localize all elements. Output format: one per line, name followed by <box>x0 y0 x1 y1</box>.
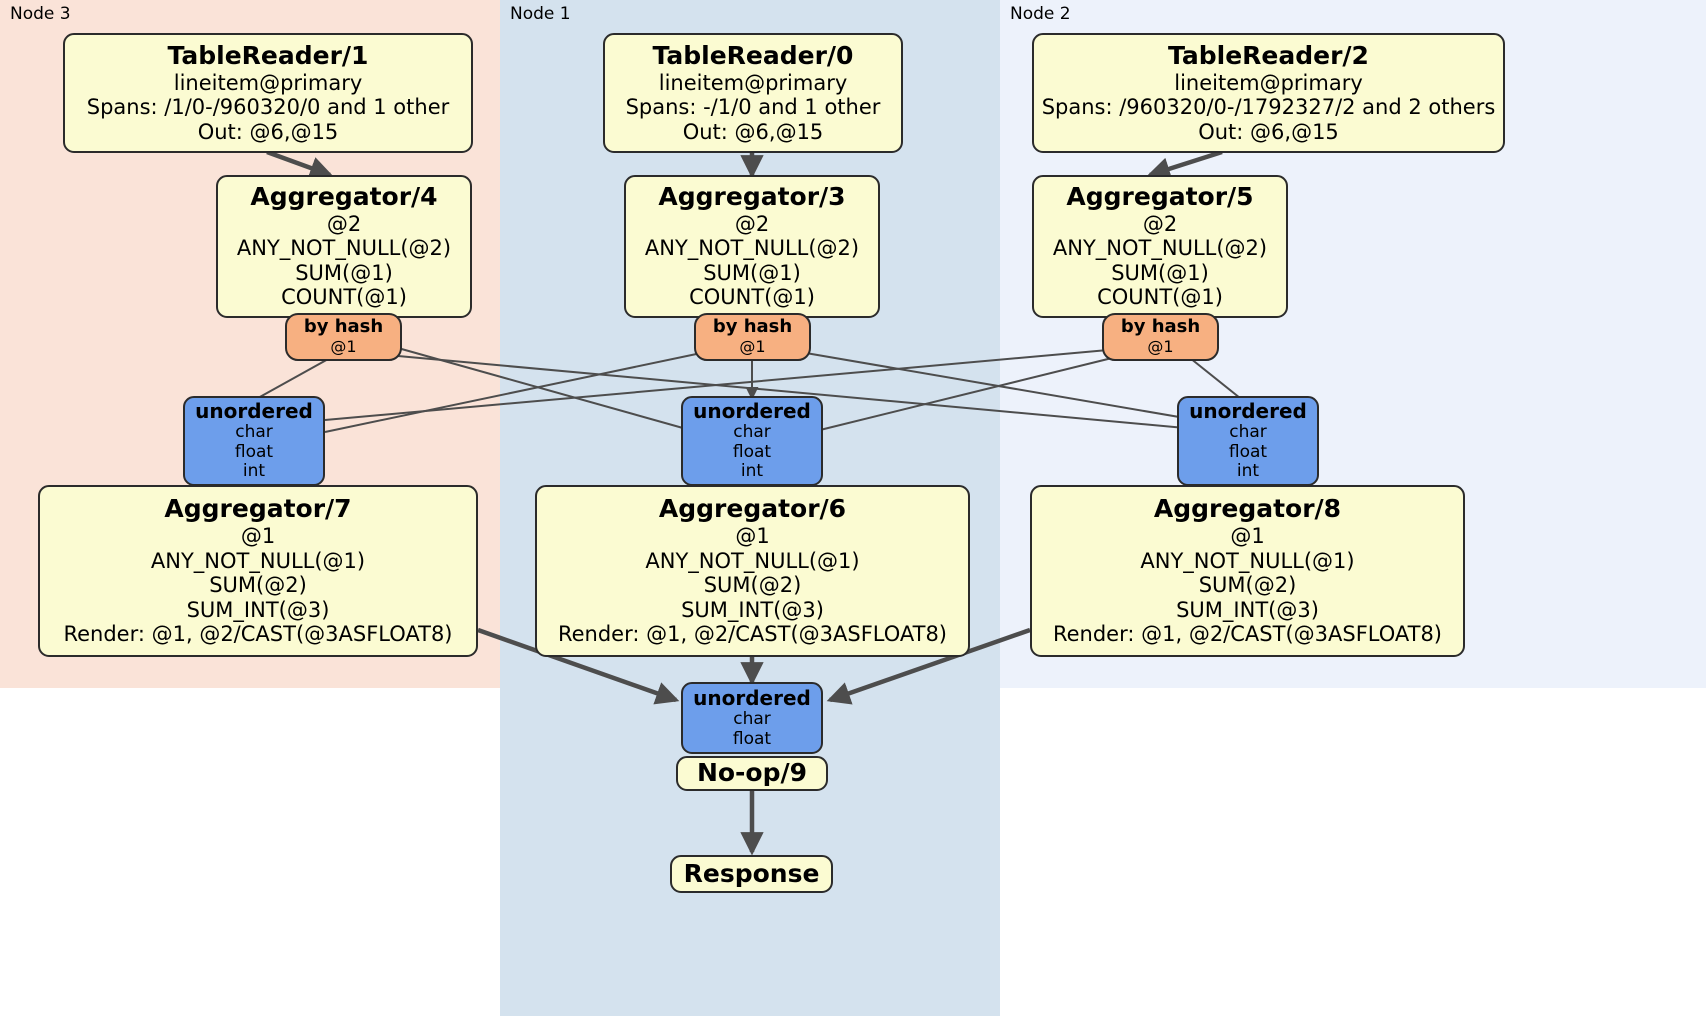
tablereader-0-table: lineitem@primary <box>658 70 848 95</box>
input-synchronizer-right[interactable]: unordered char float int <box>1177 396 1319 486</box>
aggregator-6-title: Aggregator/6 <box>658 494 847 524</box>
output-router-left[interactable]: by hash @1 <box>285 313 402 361</box>
aggregator-3-title: Aggregator/3 <box>658 182 846 211</box>
tablereader-1-title: TableReader/1 <box>167 40 369 70</box>
tablereader-2-out: Out: @6,@15 <box>1198 119 1339 144</box>
processor-aggregator-7[interactable]: Aggregator/7 @1 ANY_NOT_NULL(@1) SUM(@2)… <box>38 485 478 657</box>
processor-aggregator-8[interactable]: Aggregator/8 @1 ANY_NOT_NULL(@1) SUM(@2)… <box>1030 485 1465 657</box>
node-panel-label-node1: Node 1 <box>510 4 571 24</box>
tablereader-1-table: lineitem@primary <box>173 70 363 95</box>
aggregator-5-agg2: SUM(@1) <box>1111 260 1209 285</box>
processor-aggregator-3[interactable]: Aggregator/3 @2 ANY_NOT_NULL(@2) SUM(@1)… <box>624 175 880 318</box>
aggregator-4-agg3: COUNT(@1) <box>281 285 407 310</box>
router-left-title: by hash <box>303 316 384 338</box>
aggregator-7-agg1: ANY_NOT_NULL(@1) <box>150 548 366 573</box>
processor-tablereader-1[interactable]: TableReader/1 lineitem@primary Spans: /1… <box>63 33 473 153</box>
aggregator-8-title: Aggregator/8 <box>1153 494 1342 524</box>
aggregator-3-agg1: ANY_NOT_NULL(@2) <box>644 236 860 261</box>
aggregator-5-group: @2 <box>1142 211 1178 236</box>
noop-9-title: No-op/9 <box>696 758 808 788</box>
sync-final-type-1: float <box>732 728 772 749</box>
processor-noop-9[interactable]: No-op/9 <box>676 756 828 791</box>
output-router-right[interactable]: by hash @1 <box>1102 313 1219 361</box>
router-center-title: by hash <box>712 316 793 338</box>
aggregator-8-group: @1 <box>1230 523 1265 548</box>
sync-right-type-1: float <box>1228 441 1268 462</box>
tablereader-2-title: TableReader/2 <box>1168 40 1369 70</box>
response-title: Response <box>683 858 820 888</box>
node-panel-label-node3: Node 3 <box>10 4 71 24</box>
aggregator-6-render: Render: @1, @2/CAST(@3ASFLOAT8) <box>557 622 948 647</box>
aggregator-7-render: Render: @1, @2/CAST(@3ASFLOAT8) <box>63 622 453 647</box>
router-left-column: @1 <box>330 336 357 356</box>
processor-tablereader-0[interactable]: TableReader/0 lineitem@primary Spans: -/… <box>603 33 903 153</box>
aggregator-7-group: @1 <box>240 523 276 548</box>
aggregator-4-title: Aggregator/4 <box>250 182 438 211</box>
router-right-column: @1 <box>1147 336 1174 356</box>
input-synchronizer-center[interactable]: unordered char float int <box>681 396 823 486</box>
router-right-title: by hash <box>1120 316 1201 338</box>
sync-center-type-2: int <box>740 461 764 482</box>
processor-response[interactable]: Response <box>670 855 833 893</box>
output-router-center[interactable]: by hash @1 <box>694 313 811 361</box>
input-synchronizer-final[interactable]: unordered char float <box>681 682 823 754</box>
tablereader-1-spans: Spans: /1/0-/960320/0 and 1 other <box>86 95 450 120</box>
tablereader-0-out: Out: @6,@15 <box>682 119 824 144</box>
aggregator-5-agg1: ANY_NOT_NULL(@2) <box>1052 236 1268 261</box>
aggregator-5-agg3: COUNT(@1) <box>1097 285 1223 310</box>
sync-left-type-0: char <box>235 421 273 442</box>
sync-left-type-2: int <box>242 461 266 482</box>
aggregator-6-agg2: SUM(@2) <box>703 573 802 598</box>
processor-tablereader-2[interactable]: TableReader/2 lineitem@primary Spans: /9… <box>1032 33 1505 153</box>
node-panel-label-node2: Node 2 <box>1010 4 1071 24</box>
input-synchronizer-left[interactable]: unordered char float int <box>183 396 325 486</box>
processor-aggregator-4[interactable]: Aggregator/4 @2 ANY_NOT_NULL(@2) SUM(@1)… <box>216 175 472 318</box>
aggregator-7-agg2: SUM(@2) <box>209 573 307 598</box>
aggregator-6-agg1: ANY_NOT_NULL(@1) <box>645 548 860 573</box>
aggregator-7-agg3: SUM_INT(@3) <box>186 597 330 622</box>
tablereader-0-title: TableReader/0 <box>652 40 854 70</box>
tablereader-2-table: lineitem@primary <box>1174 70 1363 95</box>
tablereader-0-spans: Spans: -/1/0 and 1 other <box>625 95 881 120</box>
aggregator-3-agg3: COUNT(@1) <box>689 285 815 310</box>
sync-final-title: unordered <box>693 685 811 710</box>
aggregator-8-agg3: SUM_INT(@3) <box>1176 597 1319 622</box>
sync-left-type-1: float <box>234 441 274 462</box>
aggregator-3-group: @2 <box>734 211 770 236</box>
router-center-column: @1 <box>739 336 766 356</box>
sync-right-type-0: char <box>1229 421 1267 442</box>
processor-aggregator-5[interactable]: Aggregator/5 @2 ANY_NOT_NULL(@2) SUM(@1)… <box>1032 175 1288 318</box>
sync-center-type-1: float <box>732 441 772 462</box>
processor-aggregator-6[interactable]: Aggregator/6 @1 ANY_NOT_NULL(@1) SUM(@2)… <box>535 485 970 657</box>
aggregator-6-agg3: SUM_INT(@3) <box>681 597 824 622</box>
aggregator-3-agg2: SUM(@1) <box>703 260 801 285</box>
aggregator-8-agg1: ANY_NOT_NULL(@1) <box>1140 548 1355 573</box>
aggregator-4-group: @2 <box>326 211 362 236</box>
aggregator-8-render: Render: @1, @2/CAST(@3ASFLOAT8) <box>1052 622 1443 647</box>
aggregator-4-agg1: ANY_NOT_NULL(@2) <box>236 236 452 261</box>
sync-center-title: unordered <box>693 398 811 423</box>
sync-center-type-0: char <box>733 421 771 442</box>
aggregator-8-agg2: SUM(@2) <box>1198 573 1297 598</box>
aggregator-6-group: @1 <box>735 523 770 548</box>
aggregator-4-agg2: SUM(@1) <box>295 260 393 285</box>
sync-final-type-0: char <box>733 708 771 729</box>
sync-right-title: unordered <box>1189 398 1307 423</box>
aggregator-7-title: Aggregator/7 <box>164 494 352 524</box>
sync-right-type-2: int <box>1236 461 1260 482</box>
aggregator-5-title: Aggregator/5 <box>1066 182 1254 211</box>
tablereader-2-spans: Spans: /960320/0-/1792327/2 and 2 others <box>1041 95 1496 120</box>
tablereader-1-out: Out: @6,@15 <box>197 119 339 144</box>
sync-left-title: unordered <box>195 398 313 423</box>
